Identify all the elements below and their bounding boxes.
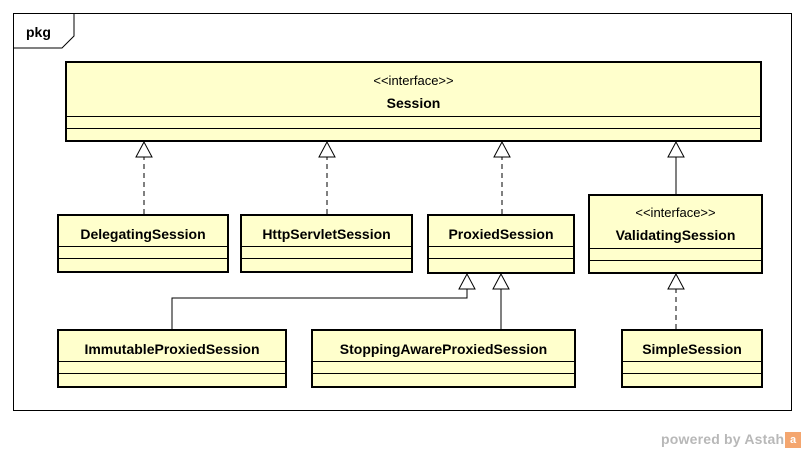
class-http-servlet-session[interactable]: HttpServletSession bbox=[240, 214, 413, 273]
generalization-arrowhead bbox=[667, 140, 685, 158]
operations-separator bbox=[59, 373, 285, 374]
generalization-arrowhead bbox=[492, 272, 510, 290]
attributes-separator bbox=[429, 246, 573, 247]
stereotype-label: <<interface>> bbox=[373, 73, 454, 88]
class-session[interactable]: <<interface>> Session bbox=[65, 61, 762, 142]
branding-text: powered by Astah bbox=[661, 431, 785, 447]
class-stopping-aware-proxied-session[interactable]: StoppingAwareProxiedSession bbox=[311, 329, 576, 388]
class-proxied-session[interactable]: ProxiedSession bbox=[427, 214, 575, 274]
generalization-arrowhead bbox=[458, 272, 476, 290]
edge-immutable-to-proxied bbox=[171, 289, 468, 329]
attributes-separator bbox=[623, 361, 761, 362]
package-frame bbox=[13, 13, 792, 411]
operations-separator bbox=[242, 258, 411, 259]
stereotype-label: <<interface>> bbox=[635, 205, 716, 220]
astah-logo-icon: a bbox=[785, 432, 801, 448]
class-name: Session bbox=[386, 95, 441, 111]
class-delegating-session[interactable]: DelegatingSession bbox=[57, 214, 229, 273]
realization-arrowhead bbox=[318, 140, 336, 158]
realization-arrowhead bbox=[493, 140, 511, 158]
realization-arrowhead bbox=[667, 272, 685, 290]
attributes-separator bbox=[242, 246, 411, 247]
operations-separator bbox=[429, 258, 573, 259]
package-label: pkg bbox=[26, 24, 51, 40]
class-name: ImmutableProxiedSession bbox=[84, 341, 260, 357]
attributes-separator bbox=[590, 248, 761, 249]
class-name: DelegatingSession bbox=[80, 226, 206, 242]
attributes-separator bbox=[313, 361, 574, 362]
operations-separator bbox=[590, 260, 761, 261]
class-name: ValidatingSession bbox=[615, 227, 736, 243]
operations-separator bbox=[67, 128, 760, 129]
class-simple-session[interactable]: SimpleSession bbox=[621, 329, 763, 388]
attributes-separator bbox=[67, 116, 760, 117]
class-name: ProxiedSession bbox=[448, 226, 554, 242]
operations-separator bbox=[59, 258, 227, 259]
package-tab bbox=[13, 13, 75, 49]
operations-separator bbox=[623, 373, 761, 374]
attributes-separator bbox=[59, 246, 227, 247]
attributes-separator bbox=[59, 361, 285, 362]
class-validating-session[interactable]: <<interface>> ValidatingSession bbox=[588, 194, 763, 274]
class-name: StoppingAwareProxiedSession bbox=[339, 341, 548, 357]
realization-arrowhead bbox=[135, 140, 153, 158]
operations-separator bbox=[313, 373, 574, 374]
class-name: SimpleSession bbox=[642, 341, 742, 357]
class-immutable-proxied-session[interactable]: ImmutableProxiedSession bbox=[57, 329, 287, 388]
class-name: HttpServletSession bbox=[262, 226, 391, 242]
